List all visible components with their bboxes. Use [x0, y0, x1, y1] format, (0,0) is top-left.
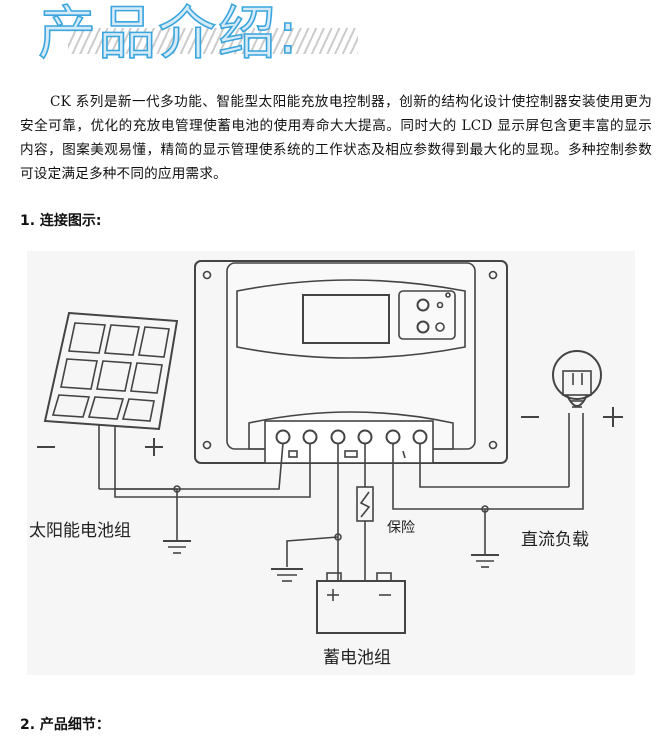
controller-icon: [194, 260, 508, 464]
load-plus-sign: [603, 407, 623, 427]
diagram-drawing: [37, 260, 623, 634]
wiring: [99, 442, 584, 581]
fuse-label: 保险: [387, 520, 415, 536]
ground-symbol-solar: [163, 540, 191, 554]
lamp-icon: [552, 350, 602, 487]
ground-symbol-battery: [271, 568, 303, 582]
connection-diagram: 太阳能电池组 保险 直流负载 蓄电池组: [27, 251, 635, 675]
solar-plus-sign: [145, 438, 163, 456]
battery-icon: [316, 572, 406, 634]
battery-bank-label: 蓄电池组: [323, 648, 391, 668]
dc-load-label: 直流负载: [521, 530, 589, 550]
solar-array-label: 太阳能电池组: [29, 521, 131, 541]
title-area: 产品介绍:: [37, 0, 358, 72]
intro-paragraph: CK 系列是新一代多功能、智能型太阳能充放电控制器，创新的结构化设计使控制器安装…: [20, 94, 652, 182]
solar-panel-icon: [43, 311, 179, 489]
section-heading-connection: 1. 连接图示:: [20, 213, 102, 229]
page-title: 产品介绍:: [37, 0, 300, 68]
ground-symbol-load: [471, 554, 499, 568]
section-heading-details: 2. 产品细节：: [20, 717, 110, 733]
title-decoration: [68, 28, 358, 54]
